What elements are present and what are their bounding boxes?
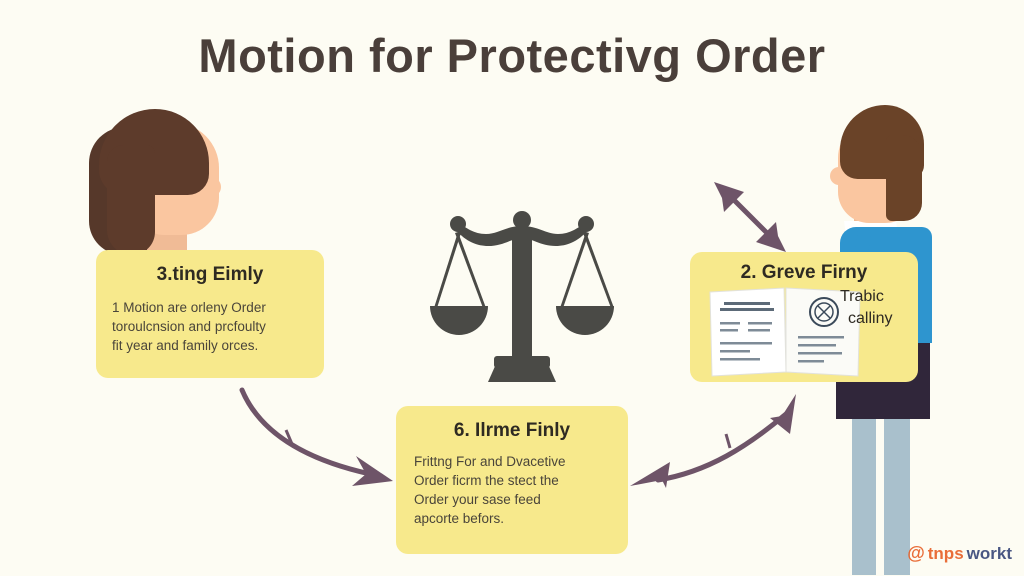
- watermark-part-a: tnps: [927, 543, 964, 563]
- woman-nose: [203, 177, 221, 197]
- body-line: Order your sase feed: [414, 492, 541, 507]
- body-line: toroulcnsion and prcfoulty: [112, 319, 266, 334]
- body-line: Frittng For and Dvacetive: [414, 454, 566, 469]
- legal-document-icon: [709, 287, 861, 377]
- arrow-curved-down-right: [239, 387, 393, 486]
- man-nose: [830, 167, 846, 185]
- right-box-side-note: Trabic calliny: [840, 286, 930, 330]
- man-leg-left: [852, 415, 876, 575]
- step-box-left[interactable]: 3.ting Eimly 1 Motion are orleny Order t…: [96, 250, 324, 378]
- side-note-line: calliny: [848, 310, 893, 327]
- side-note-line: Trabic: [840, 288, 884, 305]
- step-box-bottom-heading: 6. Ilrme Finly: [453, 420, 571, 441]
- man-leg-right: [884, 415, 910, 575]
- scales-of-justice-icon: [430, 211, 614, 382]
- arrow-double-headed-diagonal: [714, 182, 786, 252]
- watermark: @ tnps workt: [907, 543, 1012, 564]
- step-box-left-body: 1 Motion are orleny Order toroulcnsion a…: [112, 298, 308, 355]
- body-line: apcorte befors.: [414, 511, 505, 526]
- body-line: Order ficrm the stect the: [414, 473, 559, 488]
- woman-hair-side: [107, 145, 155, 255]
- body-line: fit year and family orces.: [112, 338, 259, 353]
- watermark-part-b: workt: [966, 543, 1012, 563]
- woman-figure: [85, 105, 230, 309]
- at-symbol-icon: @: [907, 543, 925, 563]
- arrow-double-headed-up-right: [630, 394, 796, 488]
- body-line: 1 Motion are orleny Order: [112, 300, 266, 315]
- step-box-left-heading: 3.ting Eimly: [156, 264, 264, 285]
- step-box-right-heading: 2. Greve Firny: [740, 262, 868, 283]
- step-box-bottom[interactable]: 6. Ilrme Finly Frittng For and Dvacetive…: [396, 406, 628, 554]
- page-title: Motion for Protectivg Order: [198, 29, 826, 82]
- man-hair-side: [886, 135, 922, 221]
- step-box-bottom-body: Frittng For and Dvacetive Order ficrm th…: [414, 452, 610, 528]
